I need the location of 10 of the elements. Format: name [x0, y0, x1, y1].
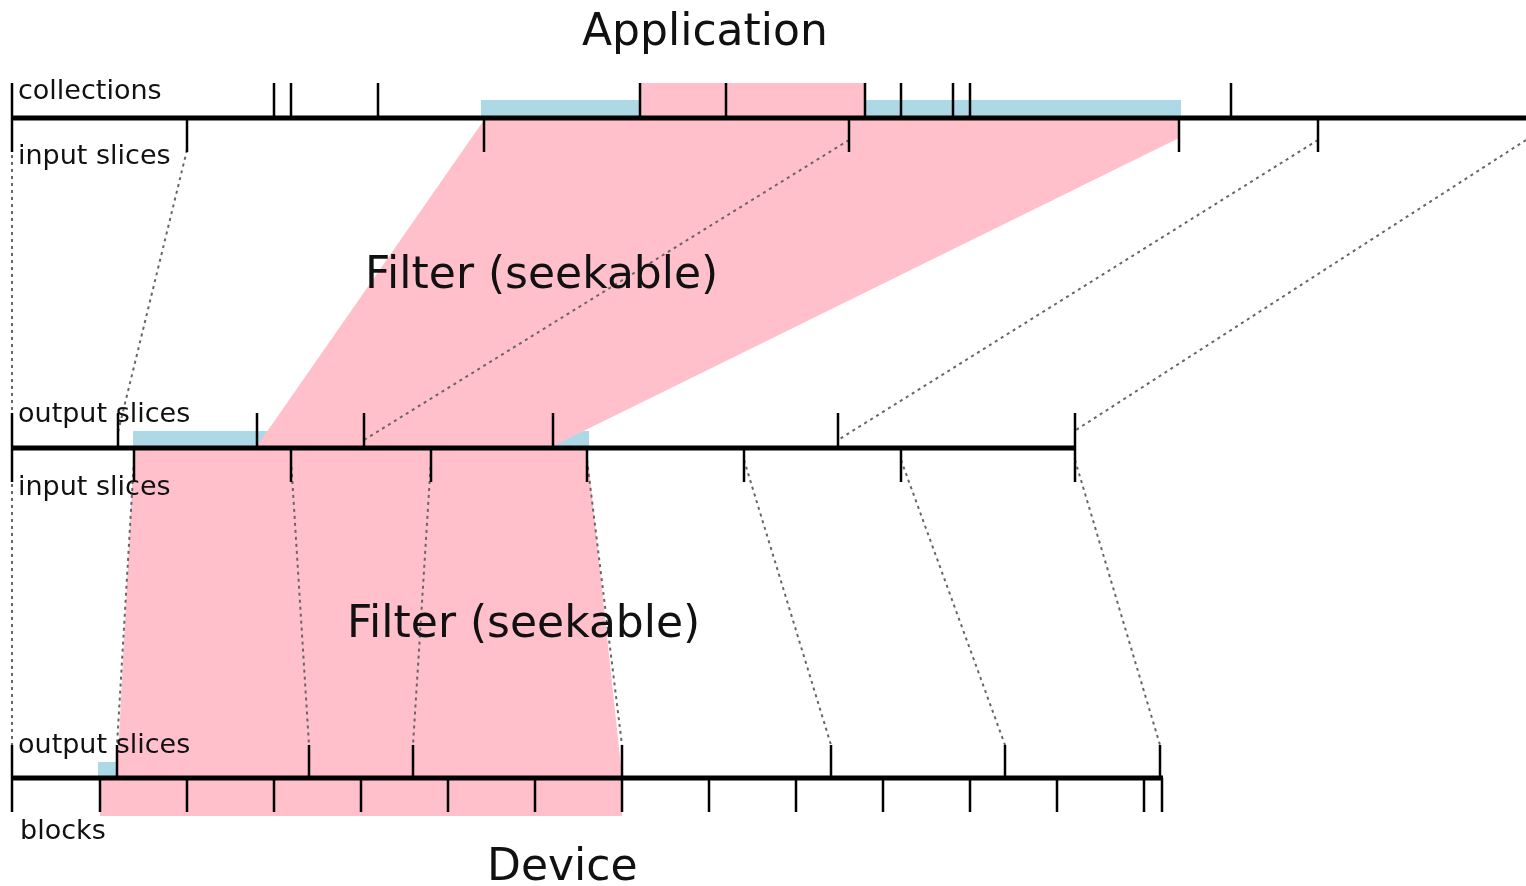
axis-label: blocks: [20, 816, 106, 843]
axis-label: output slices: [18, 730, 191, 757]
axis-label: input slices: [18, 141, 171, 168]
stage-label: Filter (seekable): [365, 251, 719, 295]
axis-label: input slices: [18, 472, 171, 499]
heading: Application: [582, 8, 828, 52]
stage-label: Filter (seekable): [347, 600, 701, 644]
axis-label: collections: [18, 76, 162, 103]
heading: Device: [487, 843, 638, 886]
axis-label: output slices: [18, 399, 191, 426]
